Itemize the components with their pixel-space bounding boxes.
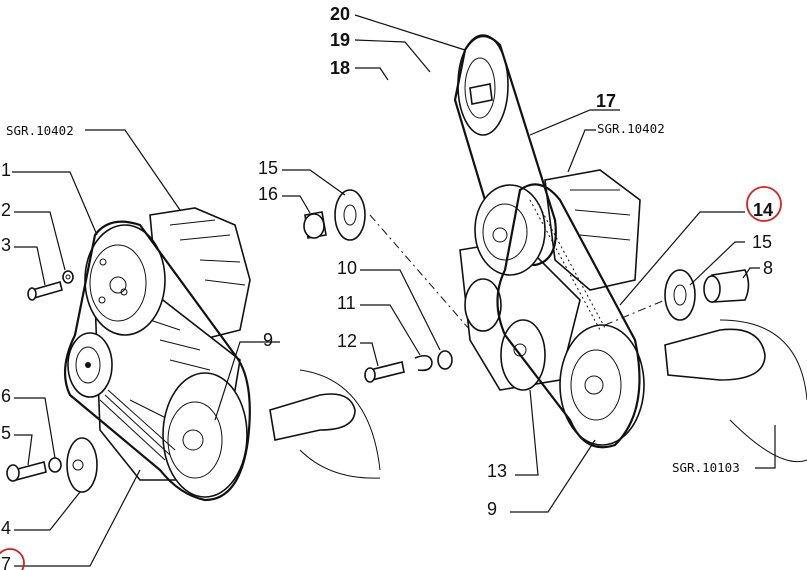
flange-4 bbox=[66, 437, 98, 493]
circlip-11 bbox=[414, 354, 433, 372]
callout-9-right: 9 bbox=[487, 499, 497, 519]
washer-6 bbox=[48, 457, 62, 473]
callout-13: 13 bbox=[487, 461, 507, 481]
ref-sgr-left: SGR.10402 bbox=[6, 123, 74, 138]
callout-5: 5 bbox=[1, 423, 11, 443]
callout-15-right: 15 bbox=[752, 232, 772, 252]
callouts: 20 19 18 17 SGR.10402 SGR.10402 1 2 3 15… bbox=[0, 4, 782, 570]
drive-belt-7 bbox=[63, 220, 251, 502]
callout-9-left: 9 bbox=[263, 330, 273, 350]
crankshaft-stub-right bbox=[664, 328, 766, 381]
right-engine-assembly bbox=[453, 34, 807, 463]
highlight-circle-14 bbox=[746, 186, 782, 222]
crank-pulley-9-left bbox=[162, 372, 248, 498]
washer-15-right bbox=[664, 269, 696, 321]
callout-11: 11 bbox=[337, 293, 356, 313]
washer-2 bbox=[62, 270, 74, 284]
drive-belt-14 bbox=[496, 183, 641, 449]
spacer-8 bbox=[711, 269, 750, 303]
left-engine-assembly bbox=[6, 207, 251, 502]
callout-14: 14 bbox=[753, 200, 773, 220]
ref-sgr-bottom: SGR.10103 bbox=[672, 460, 740, 475]
callout-7: 7 bbox=[1, 554, 11, 570]
washer-15-left bbox=[334, 189, 366, 241]
crank-pulley-9-right bbox=[559, 324, 645, 446]
highlight-circle-7 bbox=[0, 548, 25, 570]
callout-2: 2 bbox=[1, 200, 11, 220]
ref-sgr-right: SGR.10402 bbox=[597, 121, 665, 136]
center-parts bbox=[269, 189, 471, 479]
callout-10: 10 bbox=[337, 258, 357, 278]
right-housing bbox=[544, 169, 641, 291]
callout-16: 16 bbox=[258, 184, 278, 204]
callout-20: 20 bbox=[330, 4, 350, 24]
callout-17: 17 bbox=[596, 91, 616, 111]
callout-15-left: 15 bbox=[258, 158, 278, 178]
callout-1: 1 bbox=[1, 160, 11, 180]
callout-8: 8 bbox=[763, 258, 773, 278]
callout-19: 19 bbox=[330, 30, 350, 50]
callout-18: 18 bbox=[330, 58, 350, 78]
callout-12: 12 bbox=[337, 331, 357, 351]
callout-4: 4 bbox=[1, 518, 11, 538]
callout-3: 3 bbox=[1, 235, 11, 255]
leader-lines bbox=[12, 14, 776, 567]
pulley-upper-right bbox=[474, 184, 546, 276]
small-pulley-right bbox=[464, 278, 502, 332]
callout-6: 6 bbox=[1, 386, 11, 406]
crankshaft-stub-left bbox=[269, 393, 356, 441]
washer-10 bbox=[437, 350, 453, 370]
